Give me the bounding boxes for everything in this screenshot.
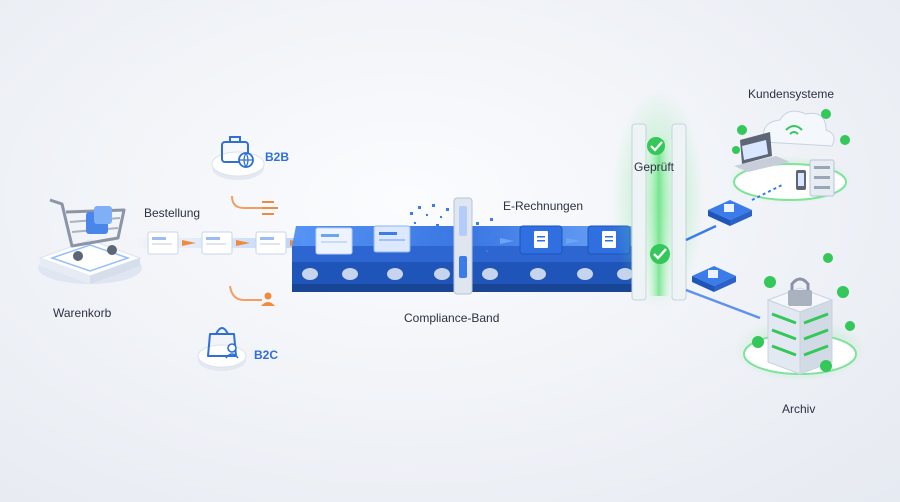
flow-arrow-icon: [500, 238, 580, 244]
briefcase-globe-icon: [221, 136, 254, 169]
laptop-icon: [734, 132, 790, 172]
checkmark-icon: [837, 286, 849, 298]
order-document: [255, 231, 287, 255]
shopping-cart-icon: [49, 198, 126, 261]
checkmark-icon: [821, 109, 831, 119]
padlock-icon: [788, 277, 812, 306]
checkmark-icon: [752, 336, 764, 348]
checkmark-icon: [845, 321, 855, 331]
e-invoice-document: [519, 225, 563, 255]
b2c-connector: [229, 285, 262, 301]
output-connector: [685, 224, 717, 242]
output-connector: [685, 288, 761, 320]
belt-roller: [302, 268, 633, 280]
checkmark-icon: [764, 276, 776, 288]
checked-label: Geprüft: [634, 160, 675, 174]
compliance-belt-label: Compliance-Band: [404, 311, 500, 325]
fork-arrow-icon: [262, 201, 278, 215]
person-icon: [261, 292, 275, 306]
order-document: [315, 227, 353, 255]
server-icon: [809, 159, 835, 197]
b2b-label: B2B: [265, 150, 290, 164]
verification-gate: [612, 90, 704, 310]
b2b-connector: [231, 195, 270, 209]
data-particles: [410, 204, 497, 252]
b2b-node: [211, 151, 265, 180]
cart-node: [38, 239, 142, 284]
checkmark-icon: [647, 137, 665, 155]
checkmark-icon: [650, 244, 670, 264]
archive-label: Archiv: [782, 402, 816, 416]
scanner-pillar: [453, 197, 473, 295]
checkmark-icon: [732, 146, 740, 154]
order-document: [147, 231, 179, 255]
shopping-bag-user-icon: [207, 327, 239, 359]
order-document: [201, 231, 233, 255]
e-invoices-label: E-Rechnungen: [503, 199, 584, 213]
phone-icon: [796, 170, 806, 190]
output-document: [708, 200, 752, 226]
checkmark-icon: [823, 253, 833, 263]
b2c-label: B2C: [254, 348, 279, 362]
output-document: [692, 266, 736, 292]
cart-label: Warenkorb: [53, 306, 112, 320]
server-rack-icon: [766, 287, 834, 375]
cloud-wifi-icon: [762, 110, 835, 147]
customer-systems-label: Kundensysteme: [748, 87, 835, 101]
b2c-node: [197, 344, 247, 371]
order-label: Bestellung: [144, 206, 201, 220]
checkmark-icon: [840, 135, 850, 145]
transforming-document: [373, 225, 411, 253]
checkmark-icon: [820, 360, 832, 372]
checkmark-icon: [737, 125, 747, 135]
